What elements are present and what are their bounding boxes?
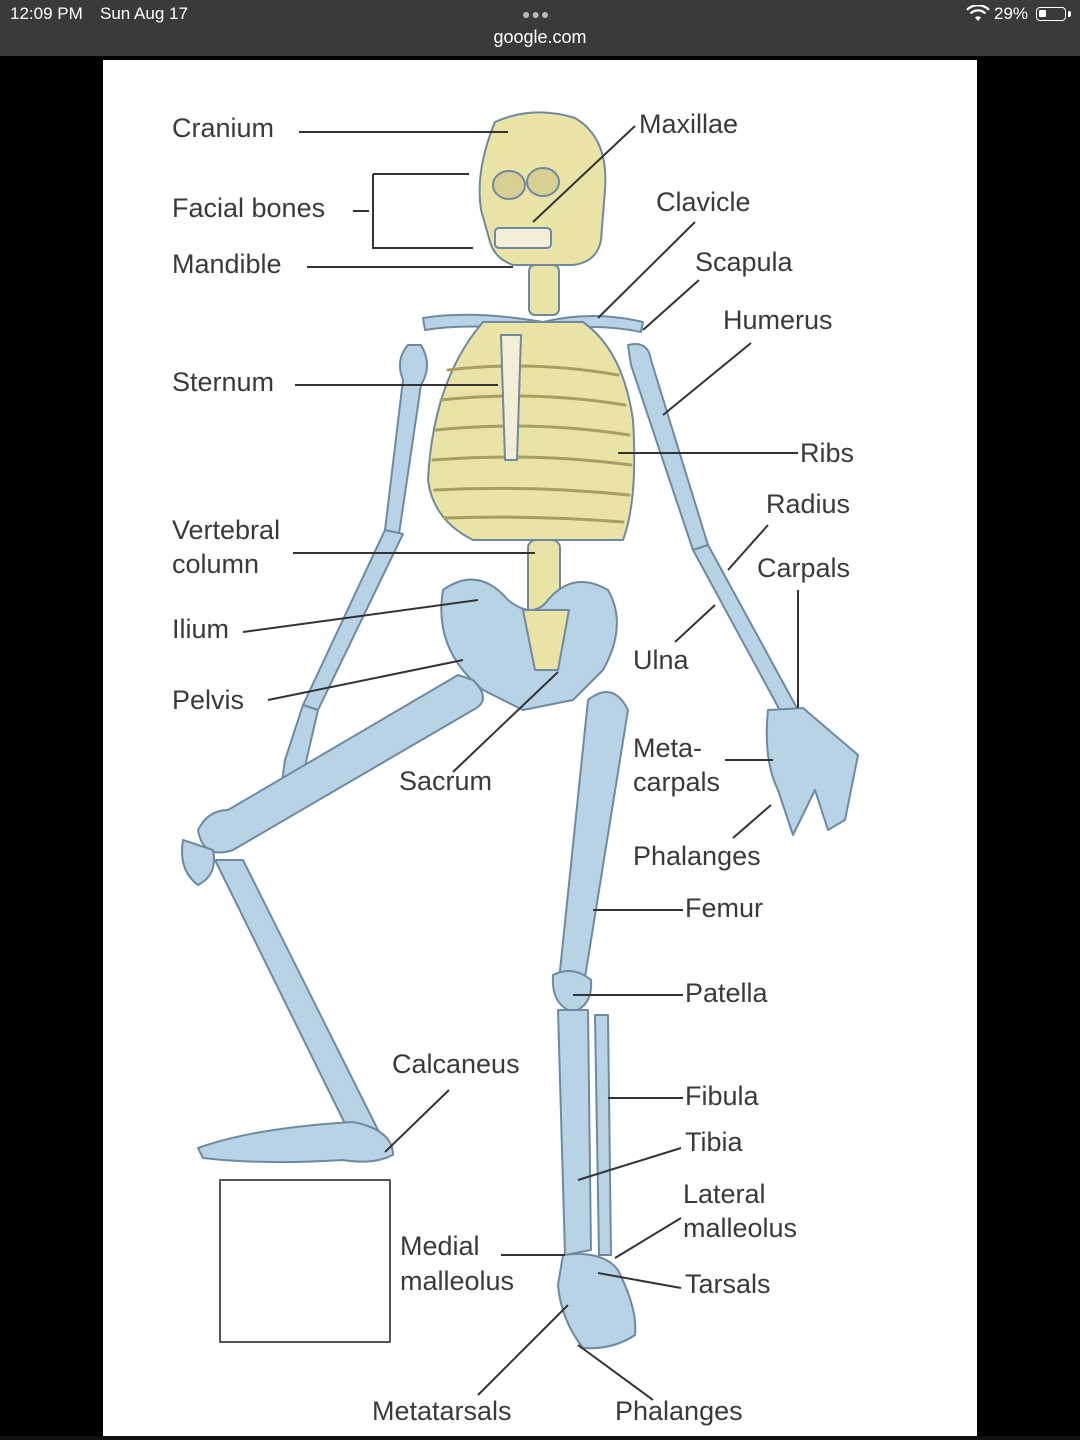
tibia-left bbox=[214, 859, 379, 1141]
humerus-left bbox=[384, 344, 428, 535]
battery-icon bbox=[1036, 7, 1066, 21]
neck-vertebrae bbox=[528, 264, 560, 316]
label-lateral-malleolus-1: Lateral bbox=[683, 1179, 766, 1209]
label-fibula: Fibula bbox=[685, 1081, 759, 1111]
teeth bbox=[494, 227, 552, 249]
label-vertebral-column-1: Vertebral bbox=[172, 515, 281, 545]
patella-right bbox=[551, 970, 593, 1013]
foot-left bbox=[197, 1121, 394, 1164]
status-bar: 12:09 PM Sun Aug 17 ●●● google.com 29% bbox=[0, 0, 1080, 56]
label-femur: Femur bbox=[685, 893, 764, 923]
hand-right bbox=[765, 707, 859, 836]
label-medial-malleolus-2: malleolus bbox=[400, 1266, 515, 1296]
eye-socket-left bbox=[492, 170, 526, 200]
label-humerus: Humerus bbox=[723, 305, 833, 335]
step-box bbox=[219, 1179, 391, 1343]
label-phalanges-hand: Phalanges bbox=[633, 841, 761, 871]
label-tarsals: Tarsals bbox=[685, 1269, 771, 1299]
label-carpals: Carpals bbox=[757, 553, 851, 583]
patella-left bbox=[181, 839, 215, 886]
label-ulna: Ulna bbox=[633, 645, 689, 675]
fibula-right bbox=[594, 1014, 612, 1256]
label-cranium: Cranium bbox=[172, 113, 275, 143]
battery-percent: 29% bbox=[994, 4, 1029, 23]
label-mandible: Mandible bbox=[172, 249, 282, 279]
label-phalanges-foot: Phalanges bbox=[615, 1396, 743, 1426]
foot-right bbox=[557, 1253, 637, 1350]
label-clavicle: Clavicle bbox=[656, 187, 751, 217]
wifi-icon bbox=[966, 5, 990, 21]
tibia-right bbox=[557, 1009, 592, 1256]
label-metacarpals-2: carpals bbox=[633, 767, 721, 797]
status-time: 12:09 PM bbox=[10, 4, 83, 23]
more-dots-icon[interactable]: ●●● bbox=[522, 6, 551, 22]
label-vertebral-column-2: column bbox=[172, 549, 260, 579]
label-tibia: Tibia bbox=[685, 1127, 743, 1157]
battery-cap bbox=[1068, 11, 1071, 17]
address-bar-url[interactable]: google.com bbox=[493, 27, 587, 47]
battery-fill bbox=[1039, 10, 1046, 17]
label-radius: Radius bbox=[766, 489, 851, 519]
bottom-edge bbox=[0, 1436, 1080, 1440]
femur-right bbox=[557, 691, 629, 991]
leader-lines bbox=[242, 125, 799, 1401]
label-maxillae: Maxillae bbox=[639, 109, 739, 139]
eye-socket-right bbox=[526, 167, 560, 197]
label-medial-malleolus-1: Medial bbox=[400, 1231, 480, 1261]
label-ilium: Ilium bbox=[172, 614, 230, 644]
label-metatarsals: Metatarsals bbox=[372, 1396, 512, 1426]
label-facial-bones: Facial bones bbox=[172, 193, 326, 223]
status-date: Sun Aug 17 bbox=[100, 4, 188, 23]
skeleton-diagram bbox=[181, 111, 859, 1401]
label-calcaneus: Calcaneus bbox=[392, 1049, 520, 1079]
label-lateral-malleolus-2: malleolus bbox=[683, 1213, 798, 1243]
label-sternum: Sternum bbox=[172, 367, 275, 397]
label-ribs: Ribs bbox=[800, 438, 855, 468]
label-scapula: Scapula bbox=[695, 247, 793, 277]
label-metacarpals-1: Meta- bbox=[633, 733, 703, 763]
label-patella: Patella bbox=[685, 978, 768, 1008]
sacrum bbox=[522, 609, 570, 671]
skeleton-image: Cranium Facial bones Mandible Sternum Ve… bbox=[103, 60, 977, 1438]
humerus-right bbox=[627, 343, 709, 551]
label-pelvis: Pelvis bbox=[172, 685, 245, 715]
sternum bbox=[500, 334, 522, 461]
label-sacrum: Sacrum bbox=[399, 766, 493, 796]
